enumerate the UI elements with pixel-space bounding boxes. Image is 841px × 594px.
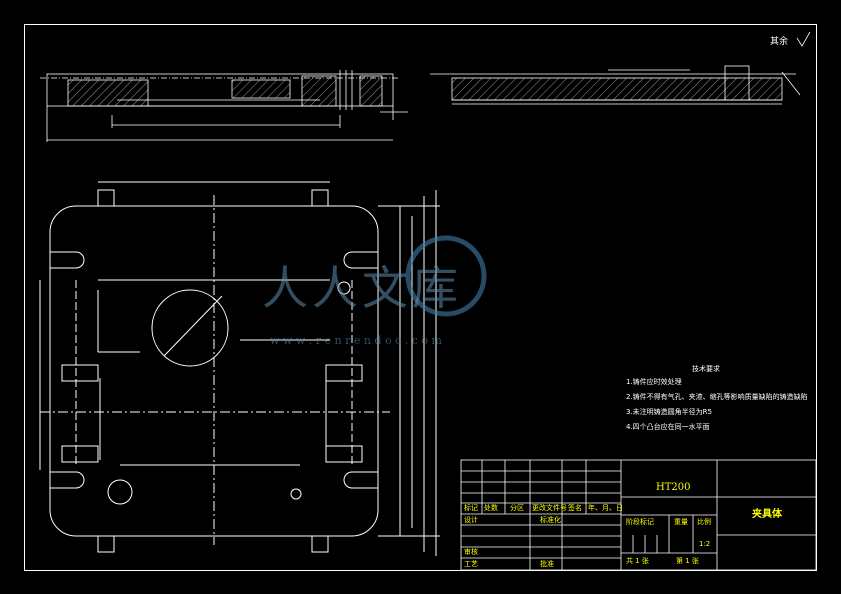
weight-label: 重量	[674, 518, 688, 526]
tech-req-item-3: 3.未注明铸造圆角半径为R5	[626, 408, 712, 416]
tech-req-title: 技术要求	[692, 365, 720, 373]
header-count: 处数	[484, 504, 498, 512]
side-section-view	[430, 65, 801, 105]
header-change-doc: 更改文件号	[532, 504, 567, 512]
review-label: 审核	[464, 548, 478, 556]
sheets-total: 共 1 张	[626, 557, 649, 565]
design-label: 设计	[464, 516, 478, 524]
watermark-logo-icon	[405, 235, 487, 317]
stage-label: 阶段标记	[626, 518, 654, 526]
approve-label: 批准	[540, 560, 554, 568]
scale-label: 比例	[697, 518, 711, 526]
header-mark: 标记	[464, 504, 478, 512]
tech-req-item-4: 4.四个凸台应在同一水平面	[626, 423, 710, 431]
tech-req-item-1: 1.铸件应时效处理	[626, 378, 682, 386]
standardize-label: 标准化	[540, 516, 561, 524]
header-signature: 签名	[568, 504, 582, 512]
title-block-lines	[460, 459, 817, 571]
scale-value: 1:2	[699, 540, 711, 548]
part-name: 夹具体	[752, 509, 782, 520]
watermark-url: w w w . r e n r e n d o c . c o m	[270, 334, 442, 347]
drawing-frame	[24, 24, 817, 571]
roughness-note: 其余	[770, 37, 789, 47]
roughness-symbol-icon	[796, 31, 811, 47]
header-date: 年、月、日	[588, 504, 623, 512]
plan-view	[39, 181, 440, 556]
watermark-text: 人人文库	[262, 261, 462, 315]
front-section-view	[40, 70, 408, 142]
header-zone: 分区	[510, 504, 524, 512]
sheet-number: 第 1 张	[676, 557, 699, 565]
material-label: HT200	[656, 482, 691, 493]
process-label: 工艺	[464, 560, 478, 568]
tech-req-item-2: 2.铸件不得有气孔、夹渣、缩孔等影响质量缺陷的铸造缺陷	[626, 393, 808, 401]
